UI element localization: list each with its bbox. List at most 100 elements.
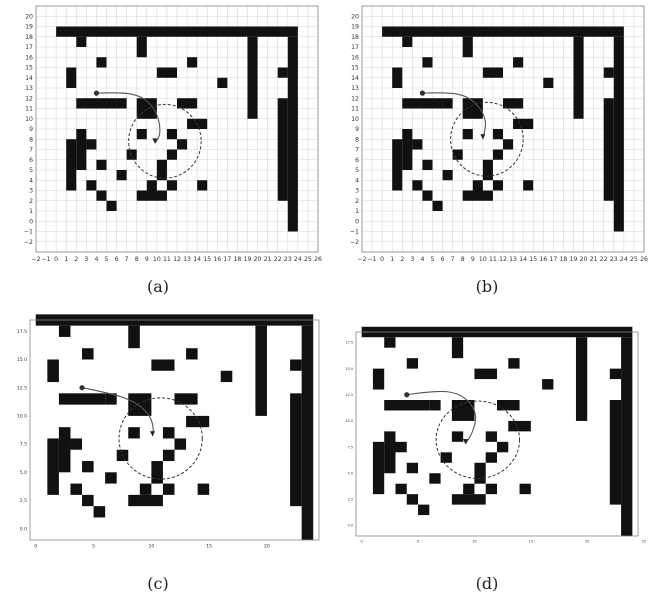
y-tick-label: 2 (29, 198, 33, 205)
obstacle-block (503, 139, 514, 150)
obstacle-block (402, 98, 443, 109)
obstacle-block (462, 190, 493, 201)
obstacle-block (451, 337, 464, 359)
obstacle-block (186, 415, 210, 428)
x-tick-label: 2 (400, 256, 404, 263)
y-tick-label: 2 (355, 198, 359, 205)
obstacle-block (440, 452, 452, 463)
x-tick-label: 14 (519, 256, 527, 263)
obstacle-block (603, 98, 614, 201)
obstacle-block (384, 337, 396, 348)
obstacle-block (174, 393, 198, 405)
y-tick-label: 5.0 (348, 471, 353, 475)
obstacle-block (412, 180, 423, 191)
detection-circle (450, 101, 524, 177)
robot-marker (152, 138, 158, 144)
obstacle-block (474, 462, 486, 484)
start-point (404, 392, 410, 398)
start-point (419, 90, 426, 96)
y-tick-label: 14 (351, 75, 359, 82)
panel-caption: (b) (476, 277, 499, 296)
x-tick-label: 20 (264, 544, 270, 550)
obstacle-block (177, 98, 198, 109)
x-tick-label: 15 (203, 256, 211, 263)
y-tick-label: 5.0 (20, 470, 27, 476)
obstacle-block (451, 400, 475, 421)
x-tick-label: 7 (451, 256, 455, 263)
x-tick-label: 15 (206, 544, 212, 550)
x-tick-label: 24 (620, 256, 628, 263)
x-tick-label: 5 (92, 544, 95, 550)
y-tick-label: 18 (351, 34, 359, 41)
obstacle-block (301, 325, 314, 540)
obstacle-block (105, 393, 117, 405)
obstacle-block (384, 431, 396, 474)
obstacle-block (58, 393, 106, 405)
obstacle-block (451, 431, 464, 442)
obstacle-block (186, 348, 198, 360)
y-tick-label: 15.0 (345, 367, 353, 371)
x-tick-label: 19 (244, 256, 252, 263)
obstacle-block (217, 77, 228, 88)
obstacle-block (442, 98, 453, 109)
obstacle-block (573, 36, 584, 119)
y-tick-label: 17.5 (17, 329, 27, 335)
obstacle-block (56, 26, 298, 37)
obstacle-block (177, 139, 188, 150)
obstacle-block (82, 461, 94, 473)
obstacle-block (392, 67, 403, 88)
obstacle-block (523, 180, 534, 191)
y-tick-label: 20 (25, 13, 33, 20)
x-tick-label: 12 (499, 256, 507, 263)
trajectory-path (81, 387, 154, 437)
y-tick-label: 15.0 (17, 357, 27, 363)
obstacle-block (613, 36, 624, 232)
x-tick-label: 18 (233, 256, 241, 263)
obstacle-block (418, 504, 430, 516)
obstacle-block (47, 438, 59, 495)
x-tick-label: 17 (223, 256, 231, 263)
obstacle-block (432, 200, 443, 211)
x-tick-label: 10 (148, 544, 154, 550)
y-tick-label: 13 (25, 85, 33, 92)
obstacle-block (406, 462, 419, 474)
x-tick-label: 16 (539, 256, 547, 263)
obstacle-block (47, 359, 59, 383)
obstacle-block (156, 67, 177, 78)
y-tick-label: 13 (351, 85, 359, 92)
x-tick-label: 26 (314, 256, 322, 263)
robot-marker (150, 431, 156, 437)
obstacle-block (105, 472, 117, 484)
y-tick-label: 15 (351, 65, 359, 72)
obstacle-block (519, 483, 531, 495)
plot-frame (35, 5, 319, 253)
obstacle-block (543, 77, 554, 88)
x-tick-label: −1 (42, 256, 51, 263)
y-tick-label: 0.0 (20, 526, 27, 532)
obstacle-block (96, 57, 107, 68)
y-tick-label: 7 (355, 147, 359, 154)
y-tick-label: 3 (355, 188, 359, 195)
y-tick-label: 4 (29, 177, 33, 184)
panel-caption: (d) (476, 574, 499, 593)
y-tick-label: 12 (351, 95, 359, 102)
obstacle-block (621, 337, 633, 536)
plot-frame (29, 319, 320, 541)
obstacle-block (542, 379, 554, 390)
obstacle-block (116, 98, 127, 109)
x-tick-label: 15 (529, 539, 533, 543)
obstacle-block (287, 36, 298, 232)
x-tick-label: 10 (472, 539, 476, 543)
obstacle-block (197, 180, 208, 191)
plot-frame (361, 5, 645, 253)
y-tick-label: 16 (25, 54, 33, 61)
y-tick-label: 7.5 (20, 442, 27, 448)
obstacle-block (402, 36, 413, 47)
obstacle-block (462, 36, 473, 58)
plot-frame (355, 331, 639, 537)
obstacle-block (290, 393, 302, 507)
start-point (93, 90, 100, 96)
x-tick-label: 14 (193, 256, 201, 263)
obstacle-block (422, 190, 433, 201)
